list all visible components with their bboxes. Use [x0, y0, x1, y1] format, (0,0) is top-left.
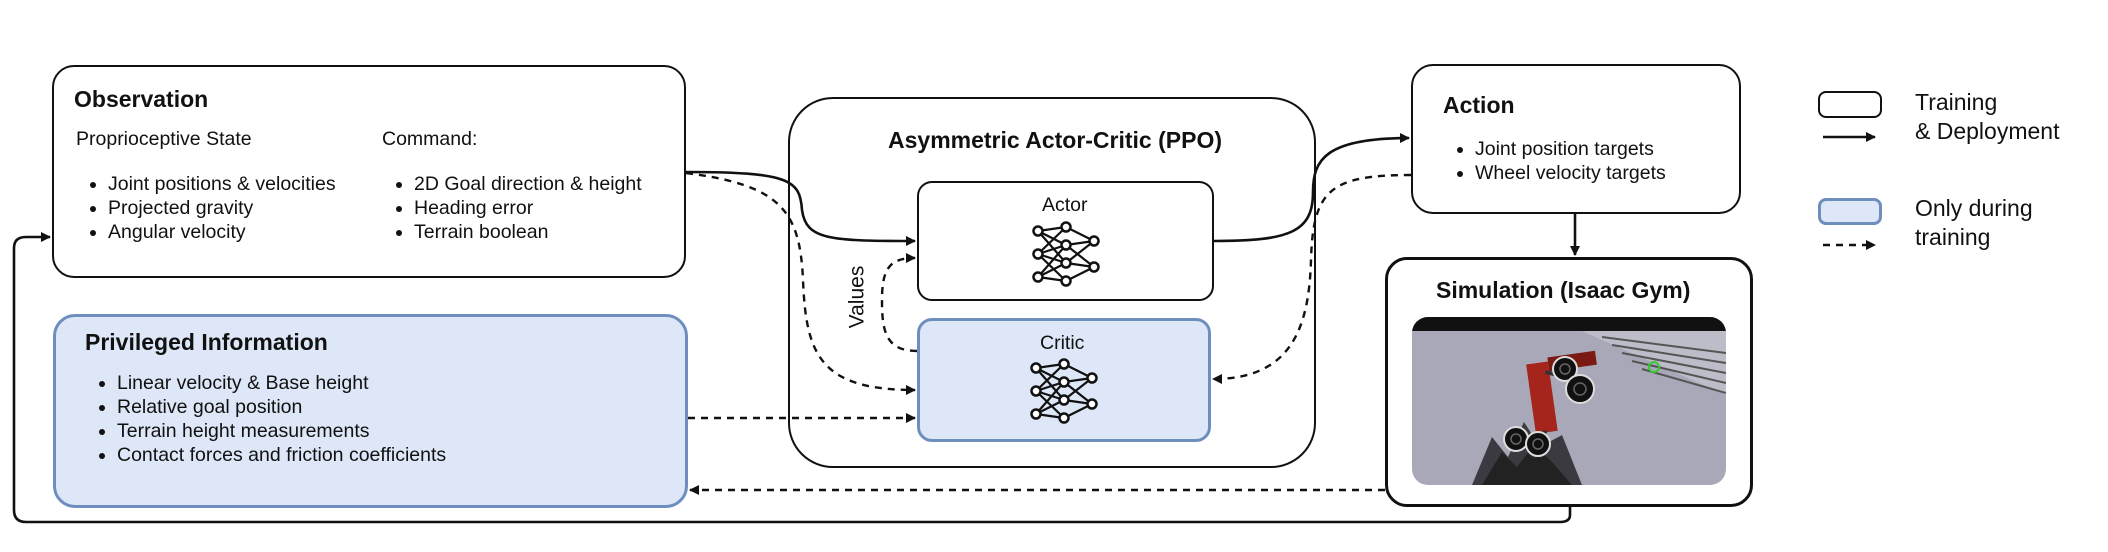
observation-title: Observation	[74, 86, 209, 112]
list-item: 2D Goal direction & height	[414, 172, 642, 196]
list-item: Projected gravity	[108, 196, 336, 220]
actor-label: Actor	[1042, 194, 1088, 216]
actor-to-action-arrow	[1213, 133, 1410, 243]
list-item: Linear velocity & Base height	[117, 371, 446, 395]
legend-label-training-deployment: Training & Deployment	[1915, 89, 2060, 144]
list-item: Terrain boolean	[414, 220, 642, 244]
ppo-title: Asymmetric Actor-Critic (PPO)	[888, 127, 1223, 153]
list-item: Joint position targets	[1475, 137, 1666, 161]
critic-network-icon	[1030, 358, 1098, 424]
observation-to-actor-arrow	[685, 170, 916, 246]
proprioceptive-heading: Proprioceptive State	[76, 128, 252, 150]
actor-network-icon	[1032, 221, 1100, 287]
simulation-title: Simulation (Isaac Gym)	[1436, 277, 1691, 303]
action-list: Joint position targets Wheel velocity ta…	[1443, 137, 1666, 185]
privileged-info-list: Linear velocity & Base height Relative g…	[85, 371, 446, 467]
proprioceptive-list: Joint positions & velocities Projected g…	[76, 172, 336, 244]
list-item: Joint positions & velocities	[108, 172, 336, 196]
simulation-to-observation-arrow	[12, 232, 1572, 524]
action-to-critic-arrow	[1212, 173, 1412, 384]
observation-to-critic-arrow	[685, 171, 916, 395]
legend-swatch-training-deployment	[1818, 91, 1882, 118]
list-item: Contact forces and friction coefficients	[117, 443, 446, 467]
list-item: Relative goal position	[117, 395, 446, 419]
observation-box	[52, 65, 686, 278]
list-item: Angular velocity	[108, 220, 336, 244]
action-title: Action	[1443, 92, 1515, 118]
command-heading: Command:	[382, 128, 478, 150]
legend-label-only-training: Only during training	[1915, 195, 2033, 250]
privileged-info-box	[53, 314, 688, 508]
simulation-render-image	[1412, 317, 1726, 485]
list-item: Heading error	[414, 196, 642, 220]
critic-label: Critic	[1040, 332, 1085, 354]
list-item: Terrain height measurements	[117, 419, 446, 443]
list-item: Wheel velocity targets	[1475, 161, 1666, 185]
legend-swatch-only-training	[1818, 198, 1882, 225]
command-list: 2D Goal direction & height Heading error…	[382, 172, 642, 244]
action-box	[1411, 64, 1741, 214]
privileged-info-title: Privileged Information	[85, 329, 328, 355]
values-arrow	[880, 253, 918, 353]
